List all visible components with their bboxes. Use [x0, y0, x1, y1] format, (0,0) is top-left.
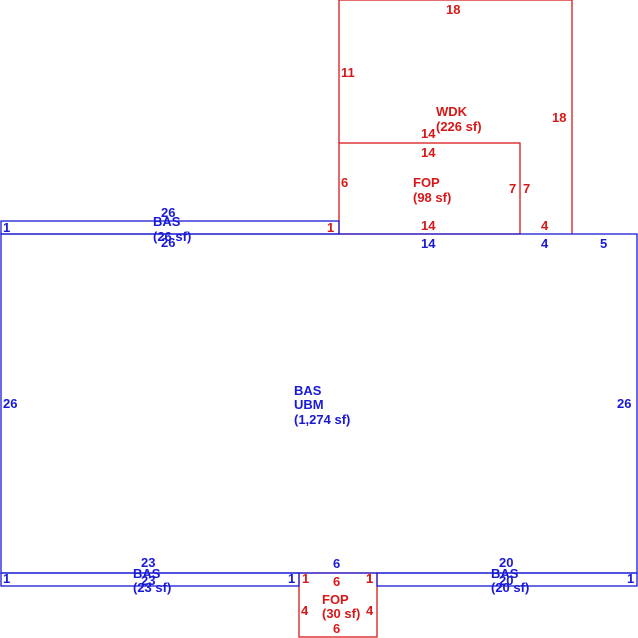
dim-fop-b-right: 4	[366, 603, 374, 618]
fop-bottom-area-label: (30 sf)	[322, 606, 360, 621]
dim-fop-b-left: 4	[301, 603, 309, 618]
dim-wdk-inner: 14	[421, 126, 436, 141]
dim-bas-bl-lower: 23	[141, 573, 155, 588]
dim-bas-bl-left: 1	[3, 571, 10, 586]
bas-top-code-label: BAS	[153, 214, 181, 229]
dim-fop-top-right-inner: 7	[523, 181, 530, 196]
dim-bas-bl-upper: 23	[141, 555, 155, 570]
dim-main-top-wdk: 4	[541, 236, 549, 251]
bas-top-area-label: (26 sf)	[153, 229, 191, 244]
dim-bas-br-lower: 20	[499, 573, 513, 588]
wdk-code-label: WDK	[436, 104, 468, 119]
dim-bas-br-left: 1	[366, 571, 373, 586]
dim-wdk-bottom: 4	[541, 218, 549, 233]
dim-fop-top-right-outer: 7	[509, 181, 516, 196]
fop-top-area-label: (98 sf)	[413, 190, 451, 205]
bas-bottom-right-strip	[376, 572, 638, 587]
dim-fop-b-top: 6	[333, 574, 340, 589]
main-code1-label: BAS	[294, 383, 322, 398]
dim-wdk-right: 18	[552, 110, 566, 125]
dim-fop-top-bottom: 14	[421, 218, 436, 233]
dim-fop-b-bottom: 6	[333, 621, 340, 636]
dim-wdk-left: 11	[341, 65, 355, 80]
dim-bas-br-upper: 20	[499, 555, 513, 570]
bas-br-code-label: BAS	[491, 566, 519, 581]
dim-main-left: 26	[3, 396, 17, 411]
dim-bas-top-right: 1	[327, 220, 334, 235]
dim-fop-top-left: 6	[341, 175, 348, 190]
dim-bas-top-upper: 26	[161, 205, 175, 220]
dim-bas-br-right: 1	[627, 571, 634, 586]
dim-main-top-right: 5	[600, 236, 607, 251]
main-area-label: (1,274 sf)	[294, 412, 350, 427]
dim-bas-bl-right: 1	[288, 571, 295, 586]
dim-fop-top-top: 14	[421, 145, 436, 160]
dim-main-right: 26	[617, 396, 631, 411]
wdk-outline	[338, 0, 573, 234]
bas-bottom-left-strip	[0, 572, 300, 587]
dim-wdk-top: 18	[446, 2, 460, 17]
wdk-area-label: (226 sf)	[436, 119, 482, 134]
dim-main-top-fop: 14	[421, 236, 436, 251]
dim-fop-b-tl: 1	[302, 571, 309, 586]
bas-bl-code-label: BAS	[133, 566, 161, 581]
fop-top-code-label: FOP	[413, 175, 440, 190]
dim-main-bottom-fop: 6	[333, 556, 340, 571]
bas-bl-area-label: (23 sf)	[133, 580, 171, 595]
main-code2-label: UBM	[294, 397, 324, 412]
bas-br-area-label: (20 sf)	[491, 580, 529, 595]
dim-bas-top-left: 1	[3, 220, 10, 235]
fop-bottom-code-label: FOP	[322, 592, 349, 607]
dim-bas-top-lower: 26	[161, 235, 175, 250]
bas-top-strip	[0, 220, 340, 235]
dim-fop-b-tr: 1	[366, 571, 373, 586]
